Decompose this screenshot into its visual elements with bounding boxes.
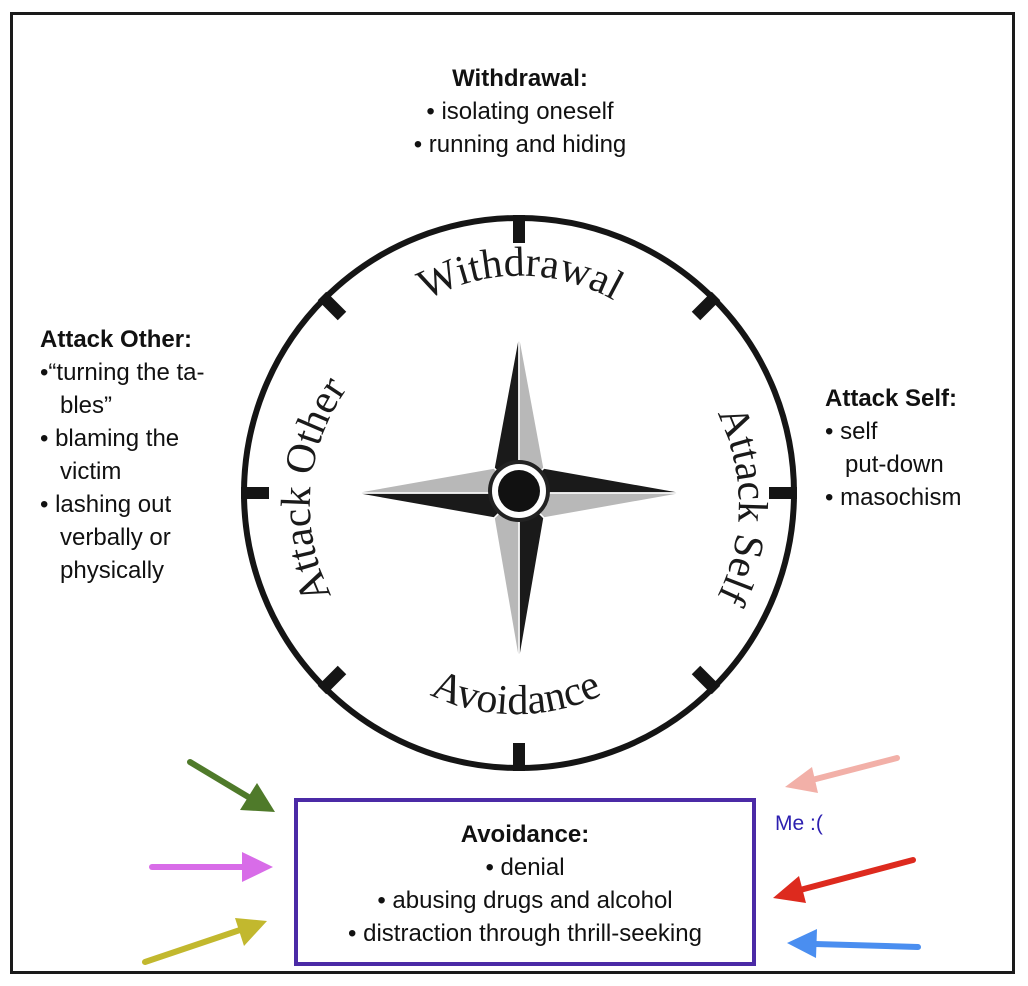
- compass-label-right: Attack Self: [708, 399, 775, 611]
- withdrawal-heading: Withdrawal:: [452, 65, 588, 92]
- attack-other-block: Attack Other: •“turning the ta- bles” • …: [40, 323, 204, 587]
- arrow-magenta: [149, 852, 273, 882]
- avoidance-heading: Avoidance:: [460, 821, 590, 848]
- compass-label-bottom: Avoidance: [426, 661, 607, 724]
- compass-hub: [498, 470, 540, 512]
- attack-other-line: victim: [60, 458, 122, 485]
- attack-other-line: • lashing out: [40, 491, 172, 518]
- attack-other-line: verbally or: [60, 524, 171, 551]
- arrow-red: [773, 857, 916, 903]
- arrow-green: [187, 759, 275, 812]
- withdrawal-item: • isolating oneself: [426, 98, 614, 125]
- me-annotation: Me :(: [775, 812, 823, 835]
- attack-self-line: put-down: [845, 451, 944, 478]
- attack-self-line: • masochism: [825, 484, 962, 511]
- compass-label-top: Withdrawal: [411, 239, 631, 309]
- avoidance-box: [294, 798, 756, 966]
- attack-self-heading: Attack Self:: [825, 385, 958, 412]
- arrow-blue: [787, 929, 921, 958]
- tick-se: [691, 665, 721, 695]
- attack-other-line: physically: [60, 557, 165, 584]
- attack-other-line: bles”: [60, 392, 113, 419]
- arrow-pink: [785, 755, 900, 793]
- compass-ticks: [241, 215, 797, 771]
- attack-other-line: •“turning the ta-: [40, 359, 205, 386]
- withdrawal-block: Withdrawal: • isolating oneself • runnin…: [330, 62, 710, 161]
- tick-nw: [317, 291, 347, 321]
- withdrawal-item: • running and hiding: [413, 131, 627, 158]
- attack-self-block: Attack Self: • self put-down • masochism: [825, 382, 961, 514]
- avoidance-item: • denial: [485, 854, 565, 881]
- tick-ne: [691, 291, 721, 321]
- avoidance-block: Avoidance: • denial • abusing drugs and …: [298, 818, 752, 950]
- arrow-olive: [142, 918, 267, 965]
- outer-frame: [10, 12, 1015, 974]
- attack-other-line: • blaming the: [40, 425, 180, 452]
- avoidance-item: • distraction through thrill-seeking: [348, 920, 702, 947]
- attack-other-heading: Attack Other:: [40, 326, 193, 353]
- tick-sw: [317, 665, 347, 695]
- compass-label-left: Attack Other: [274, 368, 356, 609]
- avoidance-item: • abusing drugs and alcohol: [377, 887, 673, 914]
- attack-self-line: • self: [825, 418, 878, 445]
